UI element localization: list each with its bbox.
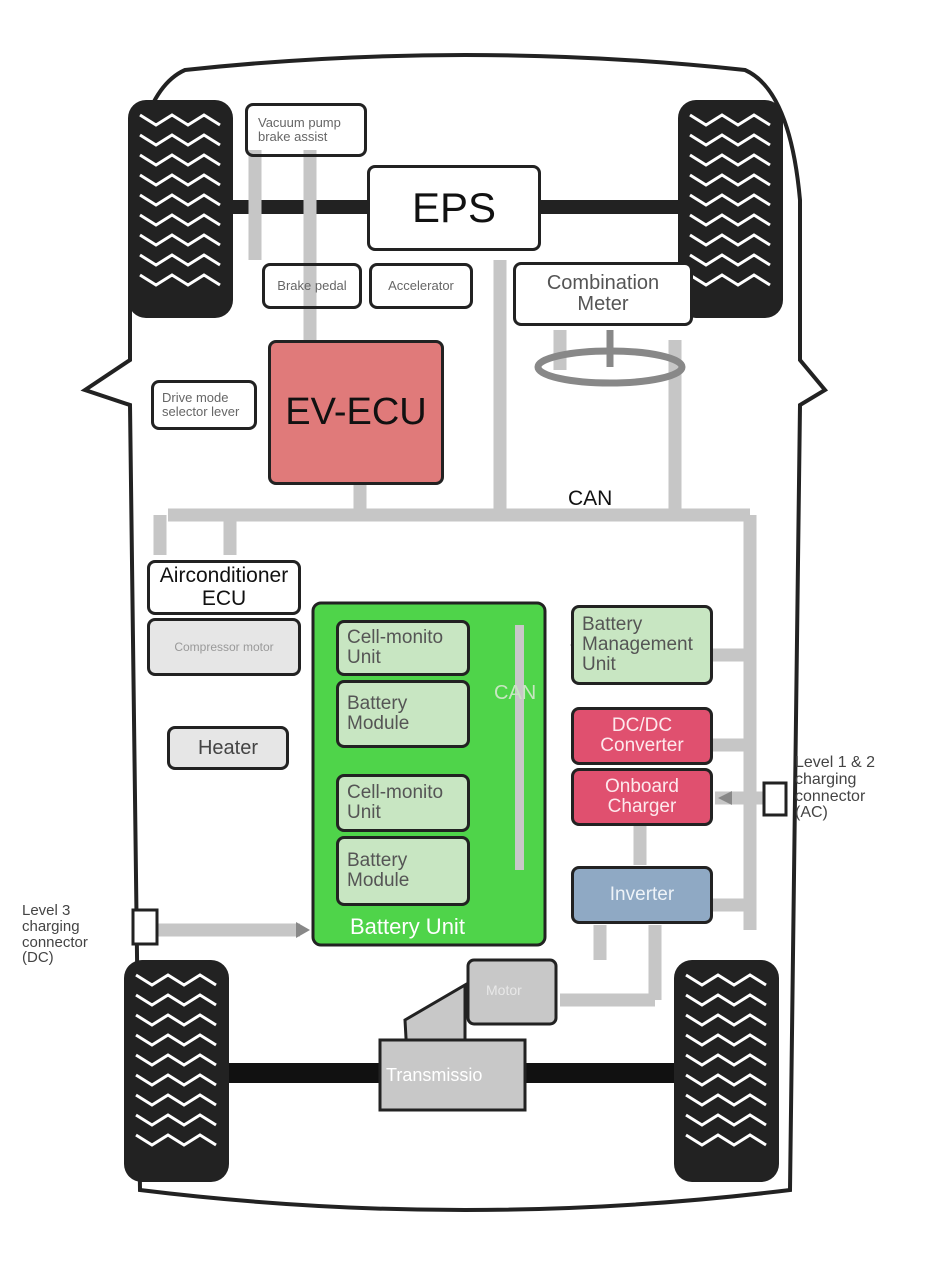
can-top-label: CAN xyxy=(568,487,613,510)
ev-ecu-box: EV-ECU xyxy=(268,340,444,485)
motor-label: Motor xyxy=(486,982,522,998)
onboard-charger-box: Onboard Charger xyxy=(571,768,713,826)
transmission-shell xyxy=(378,1038,527,1112)
combination-meter-box: Combination Meter xyxy=(513,262,693,326)
cell-monitor-unit-1: Cell-monito Unit xyxy=(336,620,470,676)
vacuum-pump-box: Vacuum pump brake assist xyxy=(245,103,367,157)
can-bus-lines xyxy=(153,150,770,1007)
eps-box: EPS xyxy=(367,165,541,251)
battery-module-1: Battery Module xyxy=(336,680,470,748)
level12-connector-label: Level 1 & 2 charging connector (AC) xyxy=(795,754,876,822)
tire-rear-right-icon xyxy=(674,960,779,1182)
transmission-label: Transmissio xyxy=(386,1065,483,1085)
dcdc-converter-box: DC/DC Converter xyxy=(571,707,713,765)
compressor-motor-box: Compressor motor xyxy=(147,618,301,676)
inverter-box: Inverter xyxy=(571,866,713,924)
drive-mode-box: Drive mode selector lever xyxy=(151,380,257,430)
tire-front-right-icon xyxy=(678,100,783,318)
aircon-ecu-box: Airconditioner ECU xyxy=(147,560,301,615)
accelerator-box: Accelerator xyxy=(369,263,473,309)
brake-pedal-box: Brake pedal xyxy=(262,263,362,309)
can-inner-label: CAN xyxy=(494,682,537,704)
ac-charging-port xyxy=(762,781,788,817)
battery-module-2: Battery Module xyxy=(336,836,470,906)
dc-charging-port xyxy=(131,908,159,946)
level3-connector-label: Level 3 charging connector (DC) xyxy=(22,902,88,967)
bmu-box: Battery Management Unit xyxy=(571,605,713,685)
battery-unit-label: Battery Unit xyxy=(350,914,465,939)
tire-front-left-icon xyxy=(128,100,233,318)
tire-rear-left-icon xyxy=(124,960,229,1182)
inner-can-bar xyxy=(515,625,524,870)
motor-block xyxy=(466,958,558,1026)
cell-monitor-unit-2: Cell-monito Unit xyxy=(336,774,470,832)
heater-box: Heater xyxy=(167,726,289,770)
